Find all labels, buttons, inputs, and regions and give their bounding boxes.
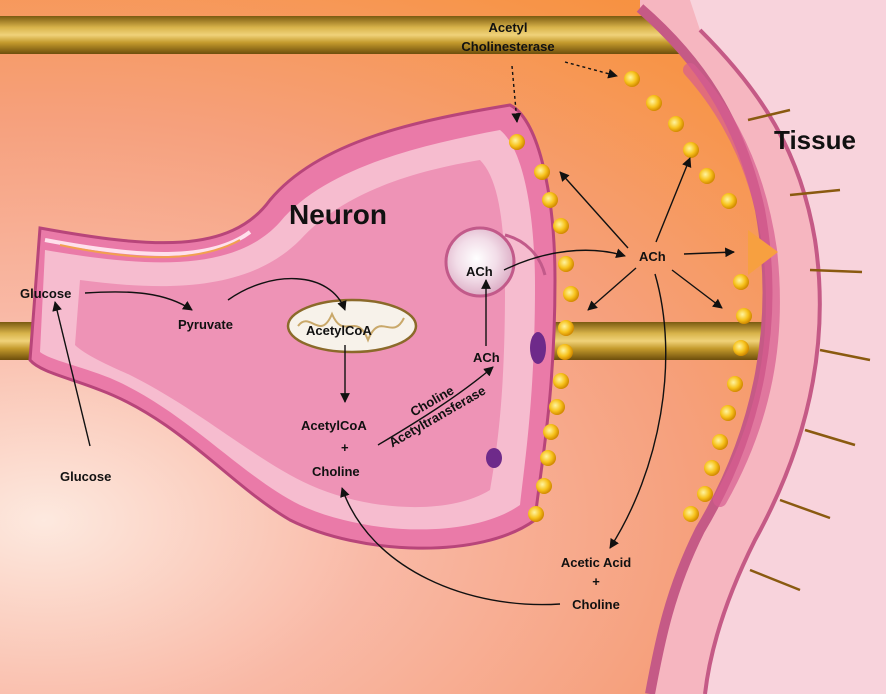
terminal-dark-spot <box>530 332 546 364</box>
synaptic-vesicle <box>446 228 514 296</box>
label-choline-recycled: Choline <box>572 597 620 612</box>
label-acetylcoa-mito: AcetylCoA <box>306 323 372 338</box>
arrow-ach-downleft <box>588 268 636 310</box>
arrow-ach-breakdown <box>610 274 666 548</box>
terminal-dark-spot-2 <box>486 448 502 468</box>
label-plus-1: + <box>341 440 349 455</box>
label-glucose-axon: Glucose <box>20 286 71 301</box>
tissue-title: Tissue <box>774 125 856 155</box>
label-ach-vesicle: ACh <box>466 264 493 279</box>
neuron-title: Neuron <box>289 199 387 230</box>
label-glucose-outside: Glucose <box>60 469 111 484</box>
label-choline: Choline <box>312 464 360 479</box>
label-ach-synthesized: ACh <box>473 350 500 365</box>
arrow-ach-downright <box>672 270 722 308</box>
label-plus-2: + <box>592 574 600 589</box>
label-ach-cleft: ACh <box>639 249 666 264</box>
label-acetic-acid: Acetic Acid <box>561 555 631 570</box>
label-acetylcoa: AcetylCoA <box>301 418 367 433</box>
arrow-ach-upleft <box>560 172 628 248</box>
enzyme-label-line1: Acetyl <box>488 20 527 35</box>
arrow-enzyme-right <box>565 62 617 76</box>
label-pyruvate: Pyruvate <box>178 317 233 332</box>
arrow-ach-upright <box>656 158 690 242</box>
arrow-ach-right <box>684 252 734 254</box>
enzyme-label-line2: Cholinesterase <box>461 39 554 54</box>
